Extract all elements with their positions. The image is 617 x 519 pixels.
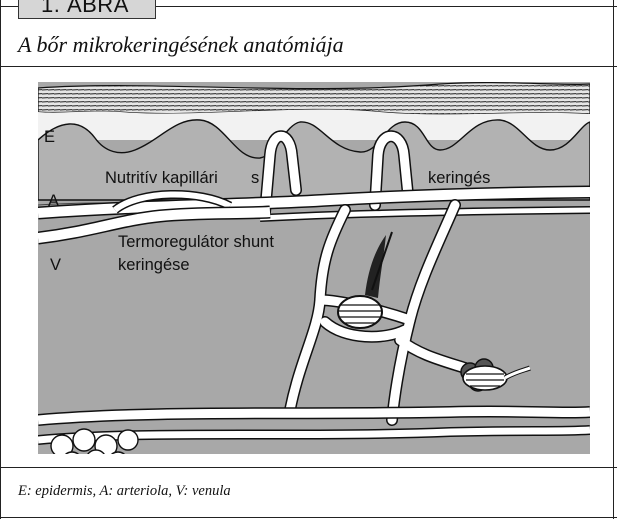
label-epidermis: E: [44, 128, 55, 146]
label-shunt-line2: keringése: [118, 256, 190, 274]
label-nutritive-capillary: Nutritív kapillári: [105, 169, 218, 187]
figure-caption: E: epidermis, A: arteriola, V: venula: [18, 483, 231, 500]
label-circulation: keringés: [428, 169, 490, 187]
label-nutritive-capillary-end: s: [251, 169, 259, 187]
label-shunt-line1: Termoregulátor shunt: [118, 233, 274, 251]
label-venule: V: [50, 256, 61, 274]
label-arteriole: A: [48, 192, 59, 210]
